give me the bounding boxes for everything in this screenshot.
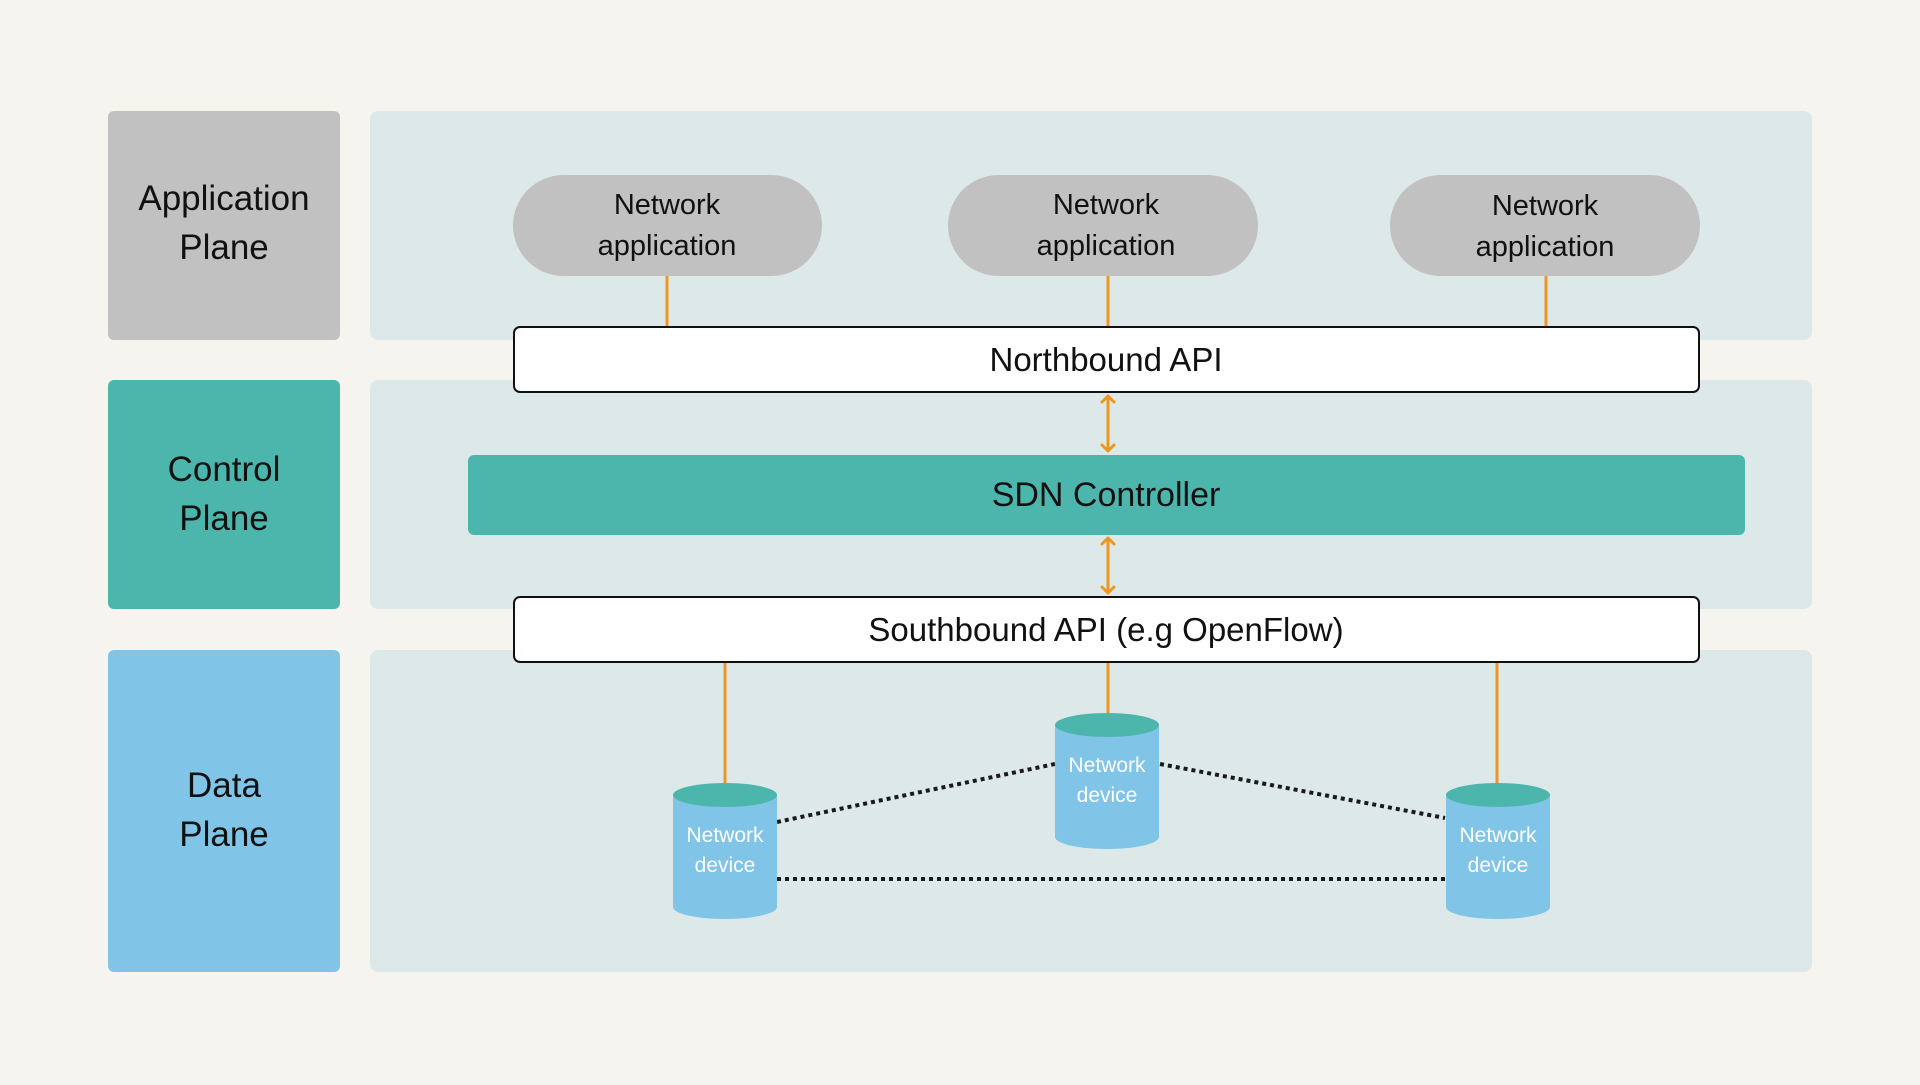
data-plane-label-line1: Data [187, 766, 261, 805]
control-plane-label: Control Plane [108, 380, 340, 609]
southbound-api-label: Southbound API (e.g OpenFlow) [868, 611, 1343, 648]
network-application-1-line1: Network [614, 189, 721, 221]
network-device-1-top [673, 783, 777, 807]
network-device-2-line2: device [1077, 784, 1138, 807]
application-plane-label-line2: Plane [179, 228, 269, 267]
control-plane-label-line2: Plane [179, 499, 269, 538]
network-device-2-cylinder-icon [1055, 725, 1159, 849]
network-device-2: Network device [1055, 713, 1159, 849]
network-device-3-line2: device [1468, 854, 1529, 877]
device-link-2-3 [1159, 762, 1446, 820]
network-device-3-cylinder-icon [1446, 795, 1550, 919]
northbound-api-box: Northbound API [513, 326, 1700, 393]
network-device-1: Network device [673, 783, 777, 919]
application-plane-label-line1: Application [138, 179, 309, 218]
sdn-controller-label: SDN Controller [992, 476, 1221, 514]
data-plane-label: Data Plane [108, 650, 340, 972]
network-application-2-line2: application [1037, 230, 1176, 262]
network-application-3-line1: Network [1492, 190, 1599, 222]
network-application-1: Network application [513, 175, 822, 276]
network-device-2-line1: Network [1068, 754, 1146, 777]
network-application-1-line2: application [598, 230, 737, 262]
data-plane-label-line2: Plane [179, 815, 269, 854]
northbound-api-label: Northbound API [990, 341, 1223, 378]
network-device-2-top [1055, 713, 1159, 737]
network-device-3: Network device [1446, 783, 1550, 919]
network-device-3-top [1446, 783, 1550, 807]
network-device-1-line1: Network [686, 824, 764, 847]
network-application-3-line2: application [1476, 231, 1615, 263]
network-device-1-line2: device [695, 854, 756, 877]
application-plane-label: Application Plane [108, 111, 340, 340]
network-application-2-line1: Network [1053, 189, 1160, 221]
network-application-3: Network application [1390, 175, 1700, 276]
control-plane-label-line1: Control [168, 450, 281, 489]
southbound-api-box: Southbound API (e.g OpenFlow) [513, 596, 1700, 663]
sdn-controller-box: SDN Controller [468, 455, 1745, 535]
network-device-3-line1: Network [1459, 824, 1537, 847]
network-device-1-cylinder-icon [673, 795, 777, 919]
network-application-2: Network application [948, 175, 1258, 276]
